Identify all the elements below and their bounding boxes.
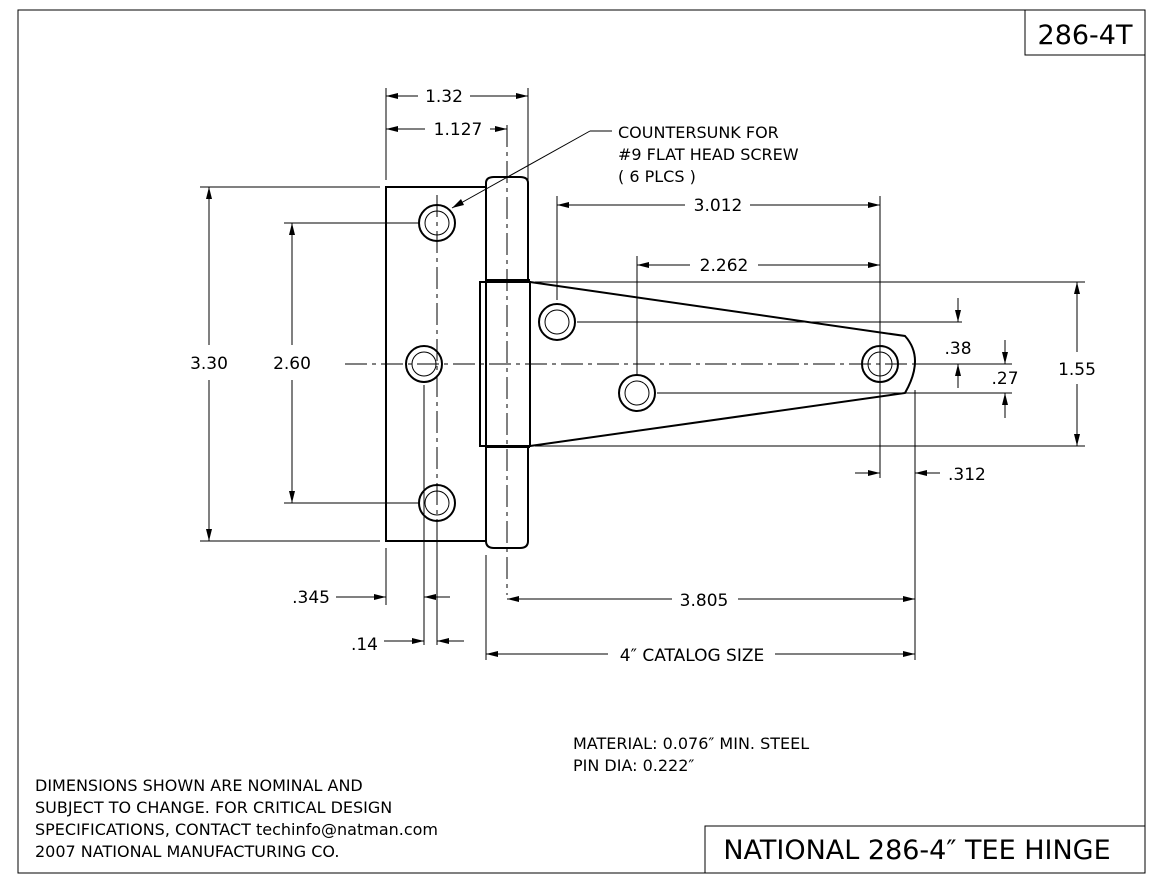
dim-1.32 — [385, 88, 529, 180]
dim-.14 — [384, 528, 464, 645]
dim-2.262 — [636, 256, 880, 375]
dim-3.805 — [507, 596, 915, 602]
dim-2.60 — [284, 222, 419, 504]
strap-hole-2 — [618, 374, 656, 412]
disclaimer-line-3: SPECIFICATIONS, CONTACT techinfo@natman.… — [35, 820, 438, 839]
dim-label-.27: .27 — [991, 369, 1018, 389]
dim-.312 — [855, 390, 940, 660]
drawing-border — [17, 9, 1146, 874]
dim-3.012 — [556, 196, 881, 478]
dim-label-.38: .38 — [944, 339, 971, 359]
tee-strap — [529, 281, 916, 447]
upper-knuckle — [485, 176, 529, 280]
dim-.38-.27 — [577, 298, 1012, 418]
disclaimer-line-1: DIMENSIONS SHOWN ARE NOMINAL AND — [35, 776, 363, 795]
dim-label-2.60: 2.60 — [273, 354, 311, 374]
dim-1.55 — [535, 281, 1085, 447]
callout-line-1: COUNTERSUNK FOR — [618, 123, 779, 142]
dim-catalog-size — [485, 555, 915, 660]
material-note: MATERIAL: 0.076″ MIN. STEEL — [573, 734, 809, 753]
part-number: 286-4T — [1038, 20, 1133, 51]
countersunk-leader — [451, 130, 612, 209]
dim-1.127 — [386, 126, 507, 132]
dim-label-2.262: 2.262 — [700, 256, 749, 276]
dim-label-1.127: 1.127 — [434, 120, 483, 140]
dim-label-.345: .345 — [292, 588, 330, 608]
dim-label-.14: .14 — [351, 635, 378, 655]
disclaimer-line-2: SUBJECT TO CHANGE. FOR CRITICAL DESIGN — [35, 798, 392, 817]
dim-label-catalog-size: 4″ CATALOG SIZE — [620, 646, 764, 666]
dim-.345 — [336, 385, 450, 645]
disclaimer-line-4: 2007 NATIONAL MANUFACTURING CO. — [35, 842, 339, 861]
dim-label-3.805: 3.805 — [680, 591, 729, 611]
dim-label-1.32: 1.32 — [425, 87, 463, 107]
dim-label-3.30: 3.30 — [190, 354, 228, 374]
dim-label-3.012: 3.012 — [694, 196, 743, 216]
callout-line-3: ( 6 PLCS ) — [618, 167, 696, 186]
pin-dia-note: PIN DIA: 0.222″ — [573, 756, 694, 775]
callout-line-2: #9 FLAT HEAD SCREW — [618, 145, 799, 164]
drawing-title: NATIONAL 286-4″ TEE HINGE — [723, 835, 1110, 866]
title-box — [704, 825, 1146, 874]
dim-label-.312: .312 — [948, 465, 986, 485]
strap-hole-1 — [538, 303, 576, 341]
dim-label-1.55: 1.55 — [1058, 360, 1096, 380]
dim-3.30 — [200, 186, 380, 542]
part-number-box — [1024, 9, 1146, 56]
